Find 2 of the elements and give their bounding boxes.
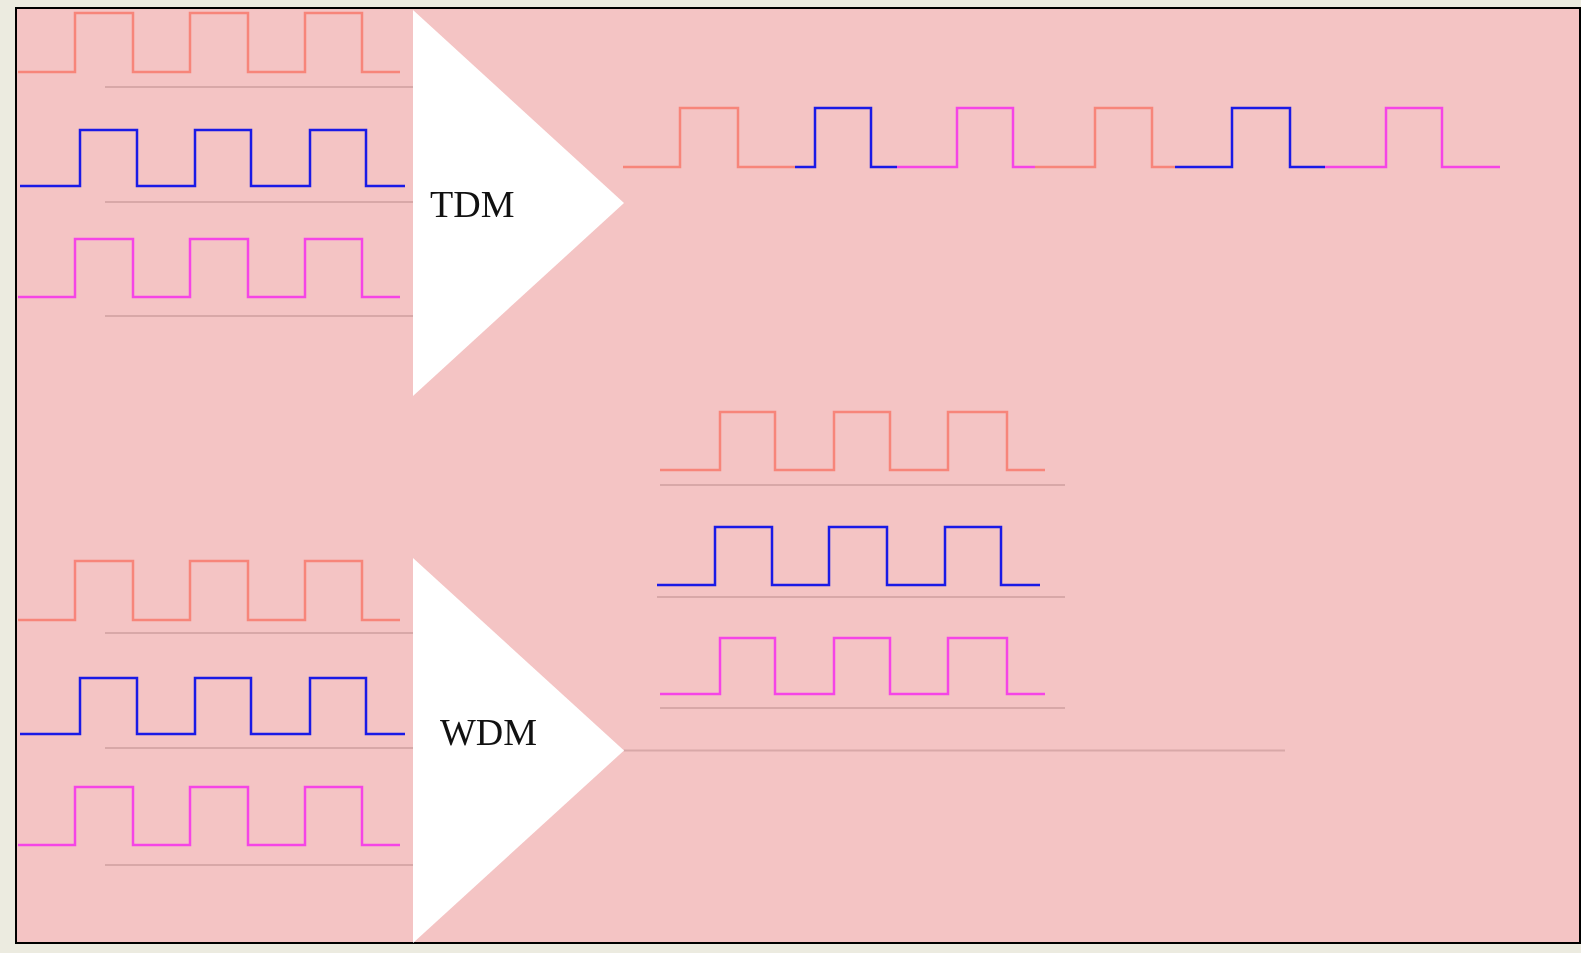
multiplexer-label: TDM <box>430 182 515 226</box>
multiplexer-label: WDM <box>440 710 538 754</box>
